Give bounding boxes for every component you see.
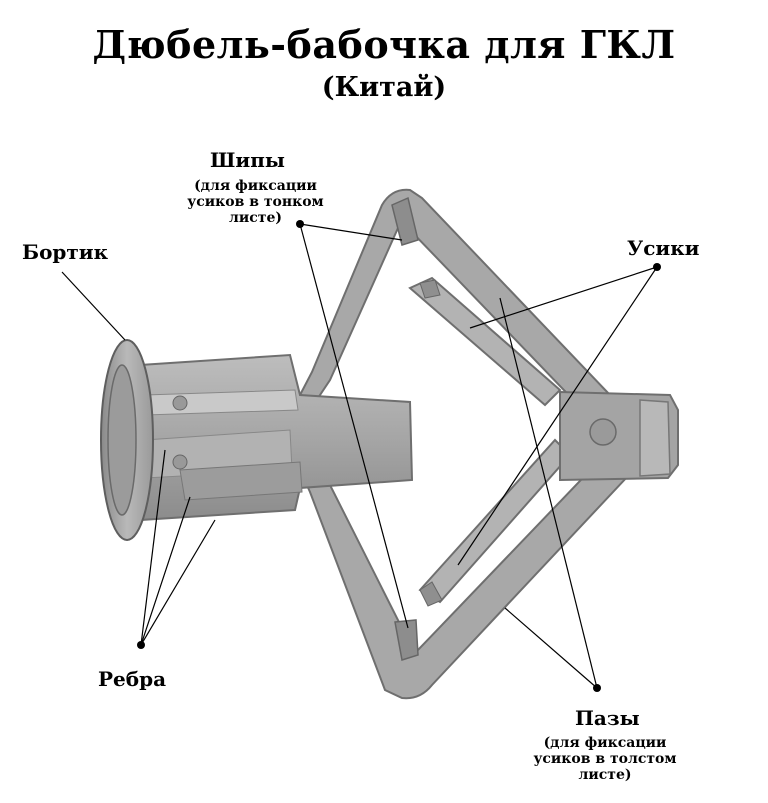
leader-lines [61,223,658,689]
leader-dots [137,220,661,692]
shipy-note-line-3: листе) [229,210,282,226]
leader-rebra-3 [140,519,216,646]
leader-pazy-upper [499,297,598,689]
pazy-note-line-3: листе) [578,767,632,783]
leader-rebra-1 [140,449,166,646]
leader-shipy-upper [299,223,403,241]
dot-pazy [593,684,601,692]
label-pazy-note: (для фиксации усиков в толстом листе) [520,735,690,783]
label-rebra: Ребра [98,667,167,691]
leader-rebra-2 [140,496,191,646]
shipy-note-line-1: (для фиксации [194,178,317,194]
lower-leg [298,458,630,700]
upper-leg [298,188,612,414]
leader-pazy-lower [504,607,598,689]
label-pazy: Пазы [575,706,640,730]
dot-rebra [137,641,145,649]
anchor-body [139,353,414,522]
label-shipy: Шипы [210,148,285,172]
leader-usiki-lower [457,266,658,566]
front-cap [559,390,679,482]
anchor-flange [100,339,154,541]
pazy-note-line-2: усиков в толстом [533,751,677,767]
diagram-title: Дюбель-бабочка для ГКЛ [92,22,676,67]
leader-bortik [61,271,126,341]
label-usiki: Усики [627,236,700,260]
pazy-note-line-1: (для фиксации [543,735,667,751]
diagram-subtitle: (Китай) [321,72,447,103]
leader-usiki-upper [469,266,658,329]
dot-usiki [653,263,661,271]
dot-shipy [296,220,304,228]
shipy-note-line-2: усиков в тонком [187,194,324,210]
label-shipy-note: (для фиксации усиков в тонком листе) [168,178,343,226]
upper-whisker [408,276,562,407]
leader-shipy-lower [299,223,409,629]
label-bortik: Бортик [22,240,109,264]
